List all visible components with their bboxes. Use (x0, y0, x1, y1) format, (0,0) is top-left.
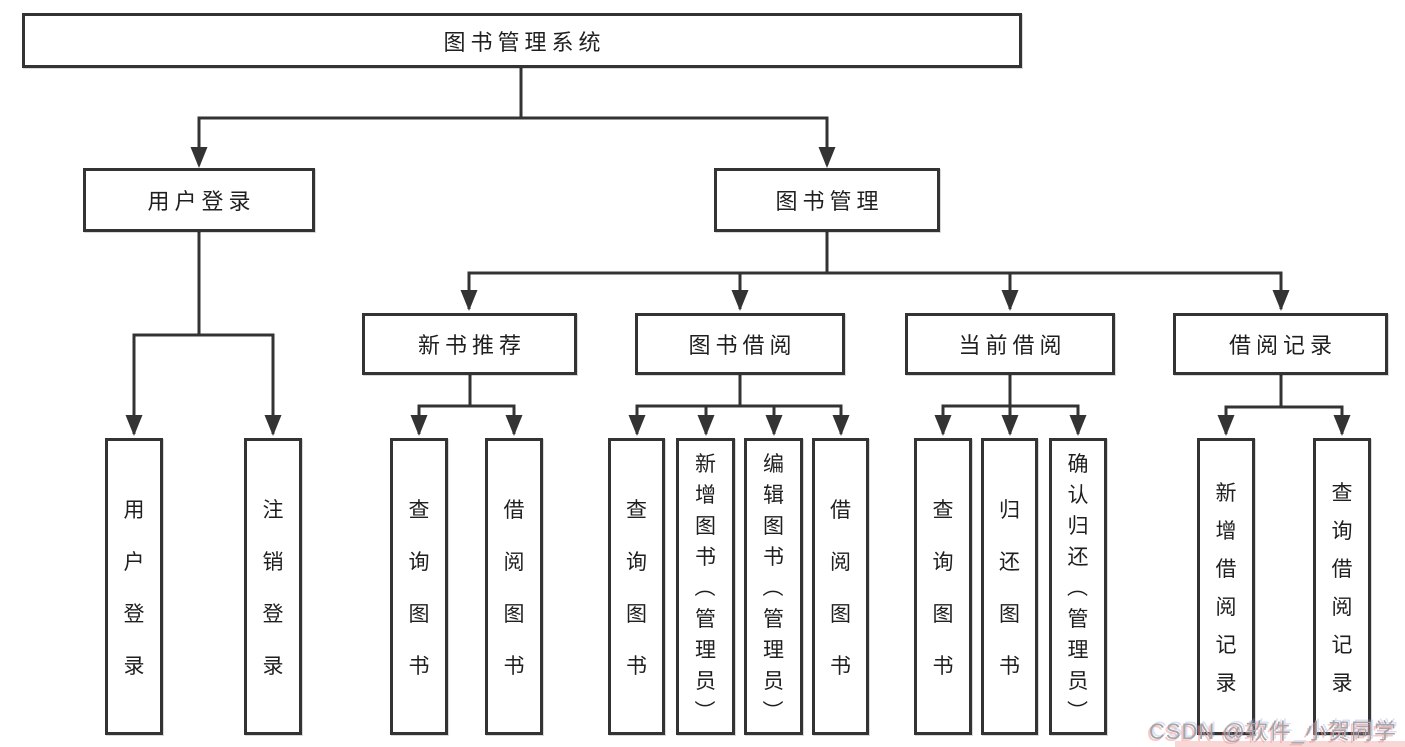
node-borrowing-records: 借阅记录 (1173, 313, 1388, 375)
leaf-borrow-query-books: 查询图书 (608, 438, 665, 735)
leaf-records-query-record: 查询借阅记录 (1313, 438, 1371, 735)
leaf-records-add-record: 新增借阅记录 (1197, 438, 1255, 735)
leaf-borrow-add-books-admin: 新增图书（管理员） (676, 438, 735, 735)
leaf-newbook-borrow-books: 借阅图书 (485, 438, 543, 735)
leaf-current-query-books: 查询图书 (914, 438, 972, 735)
node-book-borrowing: 图书借阅 (635, 313, 845, 375)
node-new-book-recommend: 新书推荐 (362, 313, 577, 375)
watermark-artifact-strip (1175, 741, 1405, 747)
node-user-login: 用户登录 (83, 168, 315, 232)
arrowheads (125, 147, 1351, 436)
leaf-borrow-borrow-books: 借阅图书 (812, 438, 869, 735)
node-book-management: 图书管理 (714, 168, 940, 232)
node-current-borrowing: 当前借阅 (905, 313, 1115, 375)
leaf-logout: 注销登录 (244, 438, 302, 735)
csdn-watermark: CSDN @软件_小贺同学 (1148, 719, 1397, 744)
leaf-user-login: 用户登录 (105, 438, 163, 735)
leaf-newbook-query-books: 查询图书 (390, 438, 448, 735)
leaf-borrow-edit-books-admin: 编辑图书（管理员） (744, 438, 803, 735)
leaf-current-confirm-return-admin: 确认归还（管理员） (1049, 438, 1107, 735)
leaf-current-return-books: 归还图书 (981, 438, 1038, 735)
node-library-management-system: 图书管理系统 (22, 13, 1022, 68)
